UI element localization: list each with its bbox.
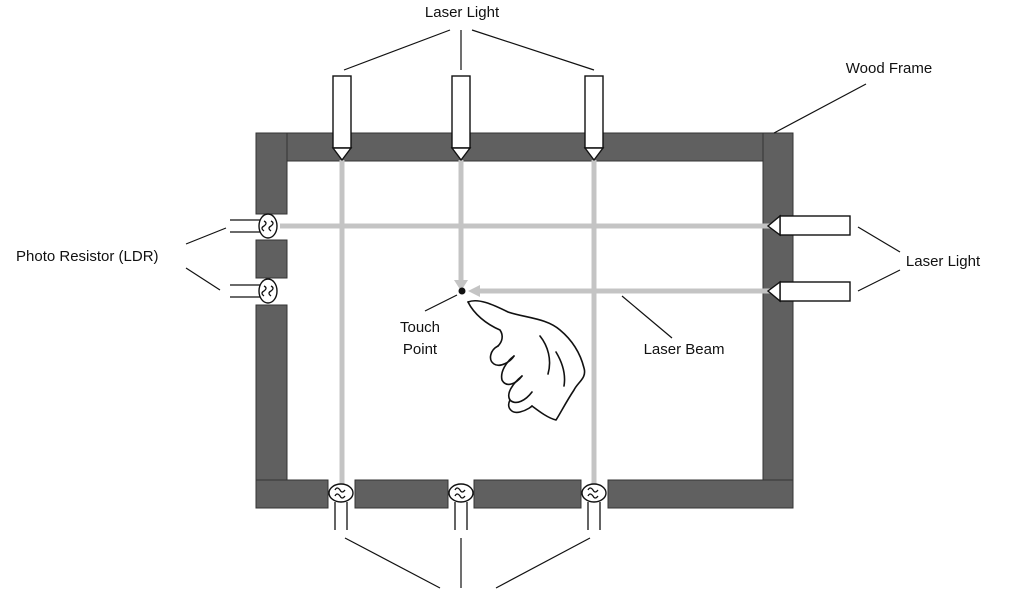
ldr-bottom-2 xyxy=(448,483,474,530)
laser-emitter-top-2 xyxy=(450,75,472,162)
label-laser-light-top: Laser Light xyxy=(425,4,500,21)
laser-emitter-top-3 xyxy=(583,75,605,162)
hand-icon xyxy=(467,299,586,421)
frame-left-top xyxy=(255,132,288,215)
frame-bottom-seg-1 xyxy=(255,479,329,509)
laser-emitter-right-1 xyxy=(766,214,851,237)
wood-frame xyxy=(255,132,794,509)
leader-wood-frame xyxy=(773,83,867,134)
label-laser-light-right: Laser Light xyxy=(906,253,981,270)
label-photo-resistor: Photo Resistor (LDR) xyxy=(16,248,159,265)
leader-ldr-2 xyxy=(185,267,221,291)
leader-laser-right-2 xyxy=(857,269,901,292)
leader-ldr-bottom-1 xyxy=(344,537,441,589)
frame-bottom-seg-4 xyxy=(607,479,794,509)
laser-emitter-top-1 xyxy=(331,75,353,162)
beam-arrowhead-down xyxy=(454,280,468,291)
ldr-bottom-1 xyxy=(328,483,354,530)
laser-beams xyxy=(280,160,770,484)
leader-laser-top-3 xyxy=(471,29,595,71)
frame-left-middle xyxy=(255,239,288,279)
ldr-bottom-3 xyxy=(581,483,607,530)
frame-bottom-seg-3 xyxy=(473,479,582,509)
leader-laser-right-1 xyxy=(857,226,901,253)
leader-ldr-1 xyxy=(185,227,227,245)
leader-laser-beam xyxy=(621,295,673,339)
touch-point-dot xyxy=(458,287,466,295)
ldr-left-2 xyxy=(230,278,278,304)
leader-touch-point xyxy=(424,294,458,312)
frame-right xyxy=(762,132,794,509)
leader-laser-top-1 xyxy=(343,29,451,71)
beam-arrowhead-left xyxy=(468,285,480,297)
frame-left-bottom xyxy=(255,304,288,509)
frame-bottom-seg-2 xyxy=(354,479,449,509)
label-laser-beam: Laser Beam xyxy=(644,341,725,358)
label-touch-point-line1: Touch xyxy=(400,319,440,336)
label-touch-point-line2: Point xyxy=(403,341,438,358)
label-wood-frame: Wood Frame xyxy=(846,60,932,77)
ldr-left-1 xyxy=(230,213,278,239)
leader-lines xyxy=(185,29,901,589)
leader-ldr-bottom-3 xyxy=(495,537,591,589)
laser-emitter-right-2 xyxy=(766,280,851,303)
